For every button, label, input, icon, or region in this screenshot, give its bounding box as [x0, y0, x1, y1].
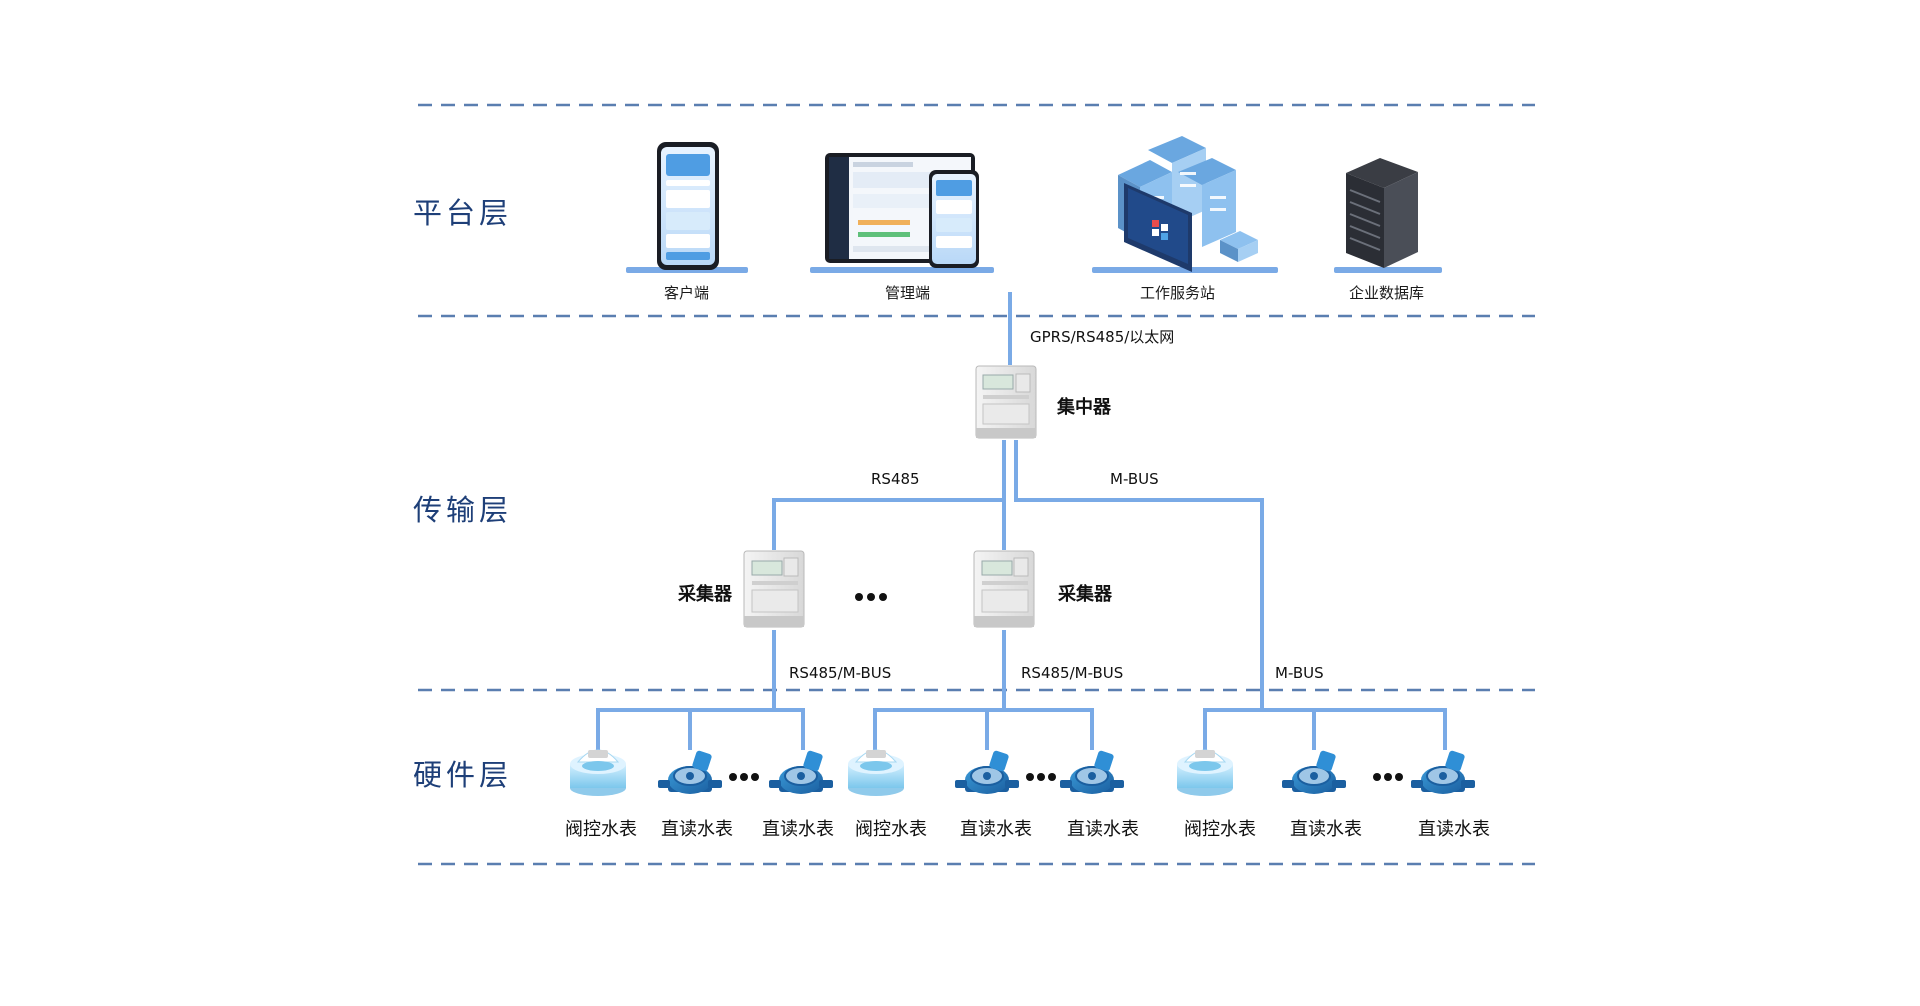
layer-title-transport: 传输层 [413, 493, 513, 527]
direct-meter-icon [1281, 748, 1347, 795]
mbus-branch [1014, 440, 1264, 710]
valve-meter-icon [569, 749, 627, 797]
client-label: 客户端 [664, 284, 710, 302]
client-phone-icon [626, 142, 748, 273]
meter-label: 阀控水表 [1184, 819, 1256, 840]
meter-label: 直读水表 [1290, 819, 1362, 840]
workstation-label: 工作服务站 [1140, 284, 1216, 302]
rs485-mbus-label-left: RS485/M-BUS [789, 664, 892, 682]
layer-title-hardware: 硬件层 [413, 758, 513, 792]
meter-label: 阀控水表 [565, 819, 637, 840]
connection-lines [596, 292, 1447, 750]
database-label: 企业数据库 [1349, 284, 1425, 302]
rs485-mbus-label-mid: RS485/M-BUS [1021, 664, 1124, 682]
meter-group-1 [569, 748, 834, 797]
group1-bus [596, 708, 805, 750]
meter-group-2 [847, 748, 1125, 797]
group3-bus [1203, 708, 1447, 750]
collector-right-label: 采集器 [1058, 584, 1112, 605]
layer-title-platform: 平台层 [413, 196, 513, 230]
collector-ellipsis-icon [855, 593, 887, 601]
direct-meter-icon [1059, 748, 1125, 795]
meter-ellipsis-icons [729, 773, 1403, 781]
rs485-branch [772, 440, 1006, 550]
valve-meter-icon [1176, 749, 1234, 797]
mbus-label-right: M-BUS [1275, 664, 1324, 682]
rs485-label: RS485 [871, 470, 920, 488]
database-server-icon [1334, 158, 1442, 273]
layer-separators [418, 103, 1535, 866]
concentrator-device [975, 365, 1037, 439]
meter-label: 直读水表 [1067, 819, 1139, 840]
workstation-icon [1092, 136, 1278, 273]
admin-terminal-icon [810, 153, 994, 273]
meter-label: 直读水表 [661, 819, 733, 840]
admin-label: 管理端 [885, 284, 931, 302]
meter-label: 直读水表 [762, 819, 834, 840]
direct-meter-icon [1410, 748, 1476, 795]
concentrator-label: 集中器 [1057, 397, 1111, 418]
meter-label: 直读水表 [1418, 819, 1490, 840]
valve-meter-icon [847, 749, 905, 797]
meter-label: 阀控水表 [855, 819, 927, 840]
mbus-label-top: M-BUS [1110, 470, 1159, 488]
meter-group-3 [1176, 748, 1476, 797]
direct-meter-icon [657, 748, 723, 795]
collector-left-label: 采集器 [678, 584, 732, 605]
direct-meter-icon [768, 748, 834, 795]
collector-right-device [973, 550, 1035, 628]
meter-label: 直读水表 [960, 819, 1032, 840]
direct-meter-icon [954, 748, 1020, 795]
uplink-protocol-label: GPRS/RS485/以太网 [1030, 328, 1175, 346]
collector-left-device [743, 550, 805, 628]
group2-bus [873, 708, 1094, 750]
